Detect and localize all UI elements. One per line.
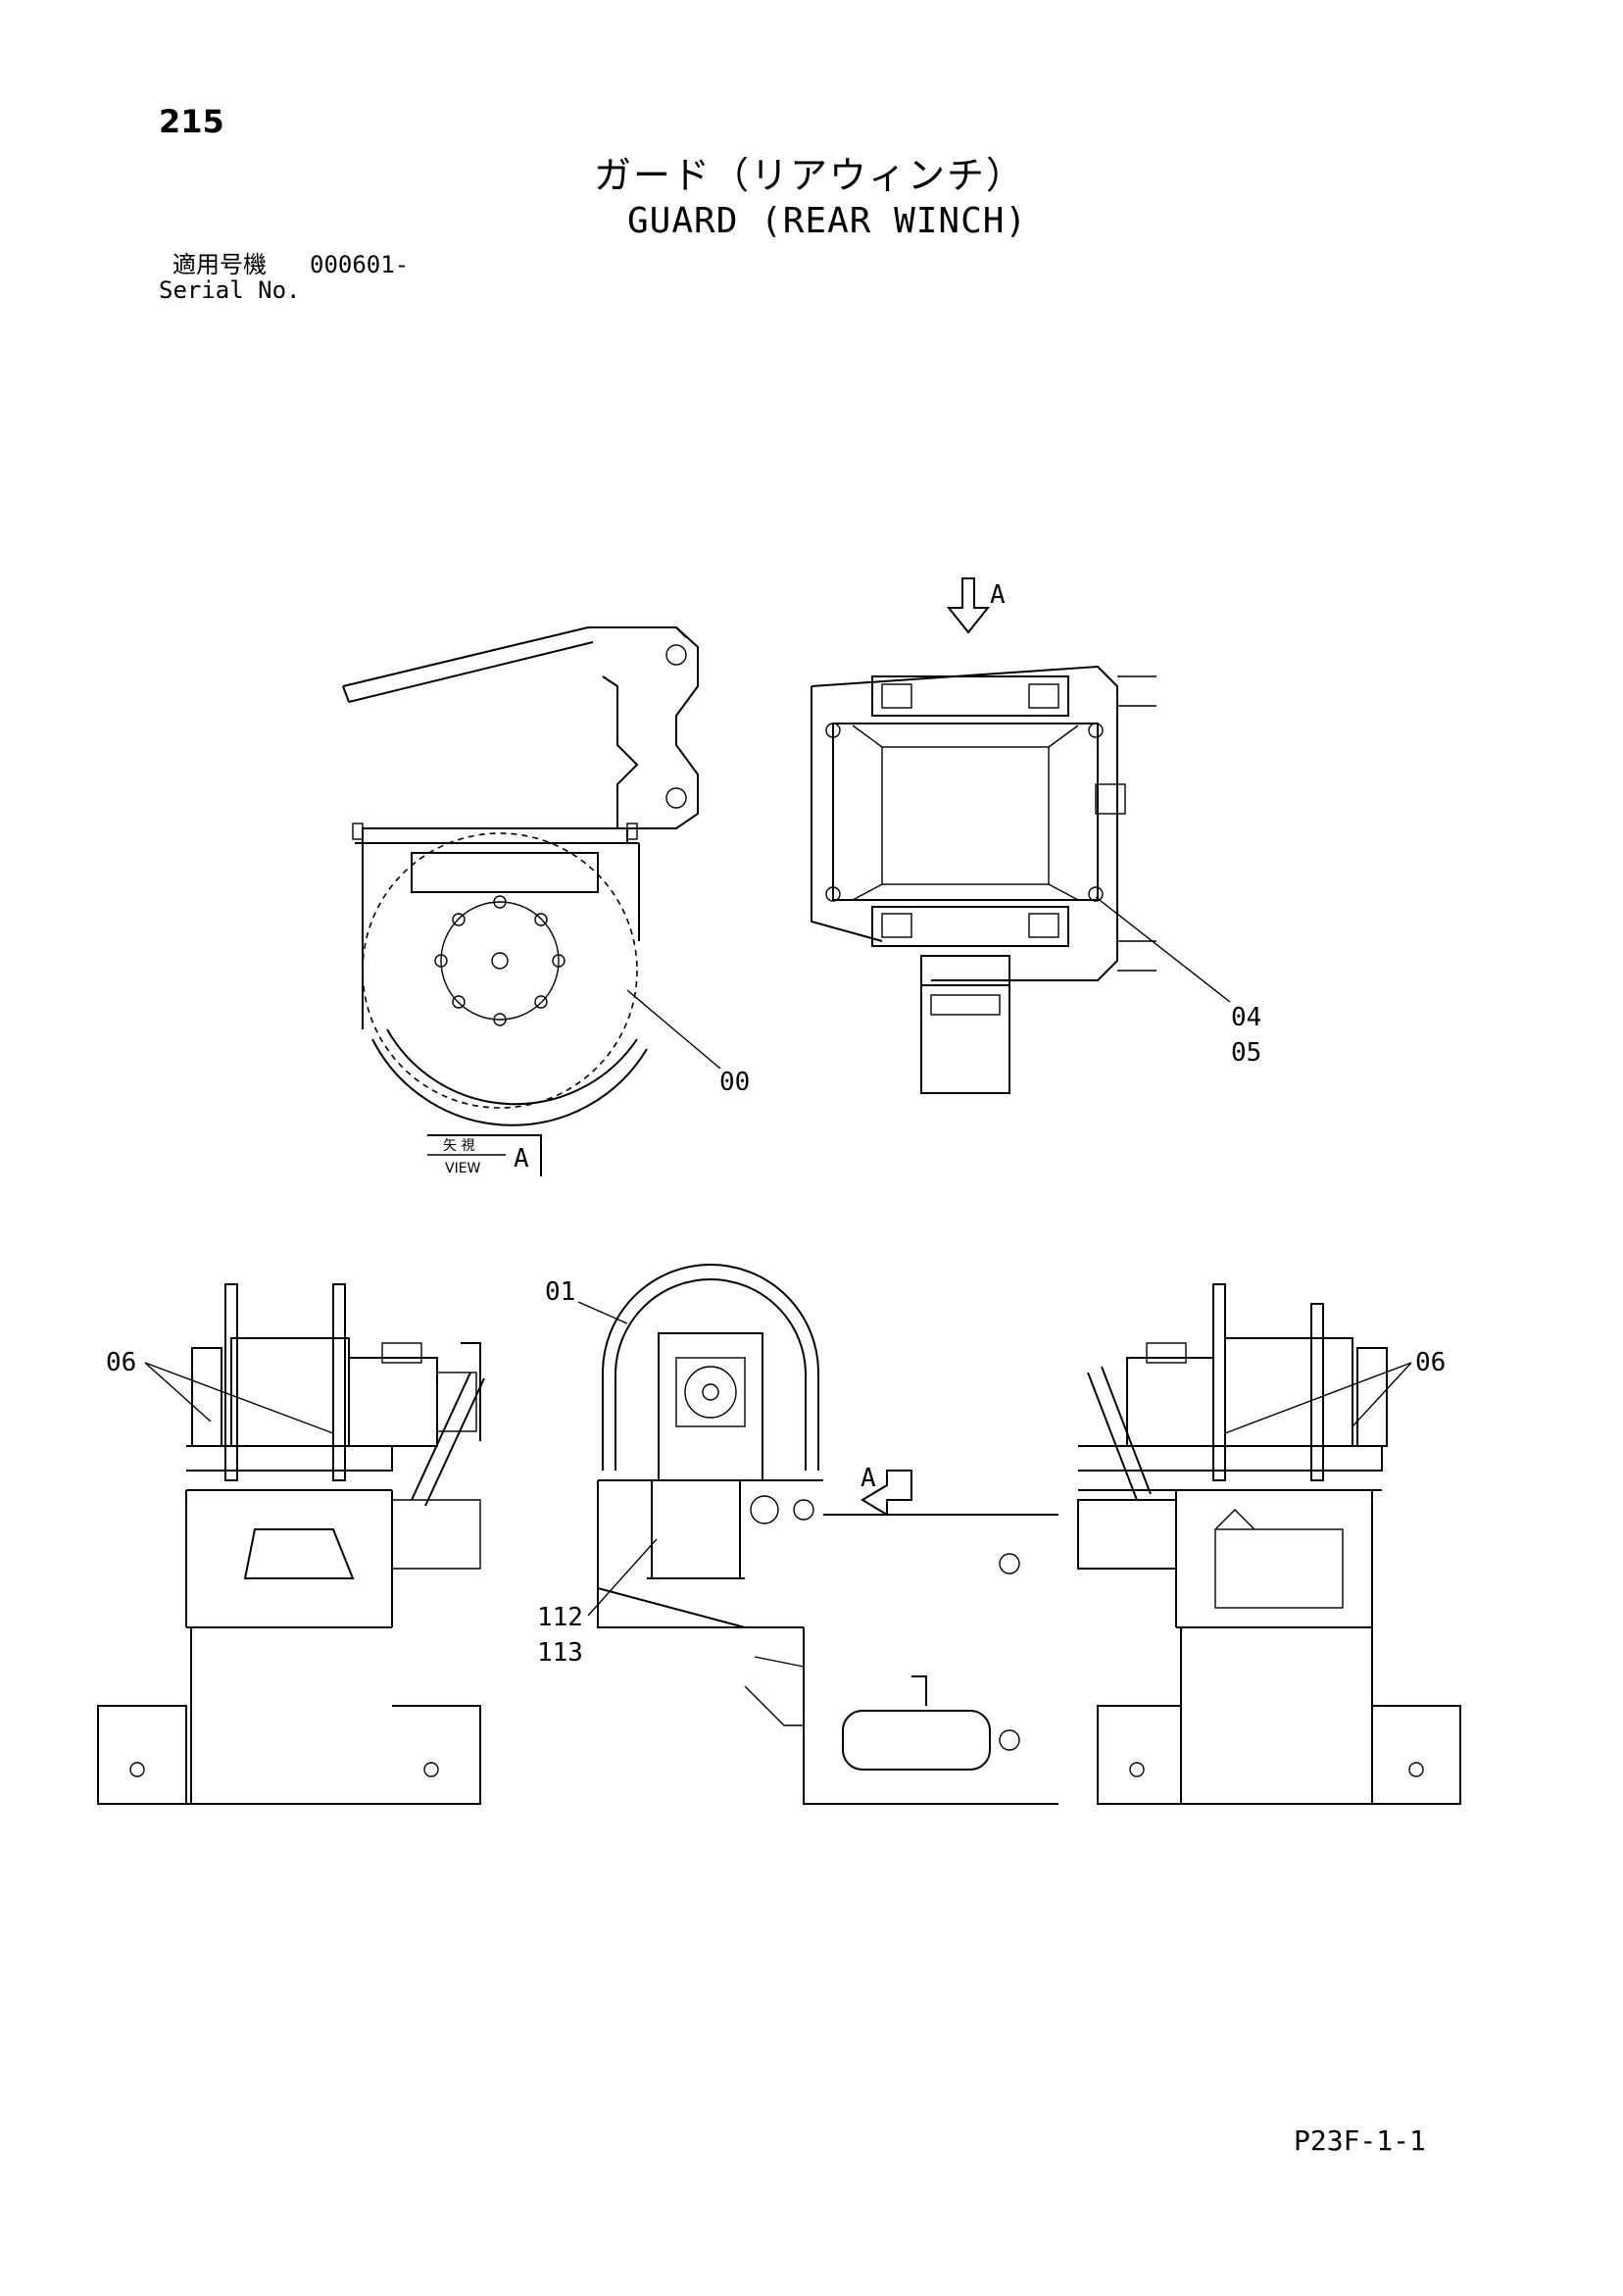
view-arrow-a-side: A	[861, 1464, 876, 1493]
page-code: P23F-1-1	[1294, 2124, 1426, 2157]
callout-112: 112	[537, 1603, 583, 1632]
bottom-left-side-view	[97, 1283, 485, 1805]
page-number: 215	[159, 103, 224, 140]
title-japanese: ガード（リアウィンチ）	[594, 154, 1026, 197]
callout-06-left: 06	[106, 1348, 136, 1377]
view-marker-letter: A	[514, 1144, 529, 1173]
title-english: GUARD (REAR WINCH)	[627, 201, 1028, 241]
view-label-english: VIEW	[445, 1161, 481, 1176]
serial-label-japanese: 適用号機	[172, 251, 267, 278]
callout-05: 05	[1231, 1038, 1261, 1068]
top-left-winch-view	[342, 626, 721, 1126]
callout-06-right: 06	[1415, 1348, 1446, 1377]
bottom-center-front-view: A	[577, 1264, 1058, 1805]
serial-number-value: 000601-	[310, 251, 410, 278]
serial-label-english: Serial No.	[159, 276, 301, 304]
bottom-right-side-view	[1077, 1283, 1461, 1805]
view-label-japanese: 矢 視	[443, 1138, 474, 1154]
callout-04: 04	[1231, 1003, 1261, 1032]
top-right-plan-view: A	[811, 577, 1231, 1094]
callout-113: 113	[537, 1638, 583, 1668]
view-a-marker: 矢 視 VIEW A	[427, 1134, 542, 1176]
callout-01: 01	[545, 1277, 575, 1307]
callout-00: 00	[719, 1068, 750, 1097]
view-arrow-a-top: A	[990, 580, 1006, 610]
